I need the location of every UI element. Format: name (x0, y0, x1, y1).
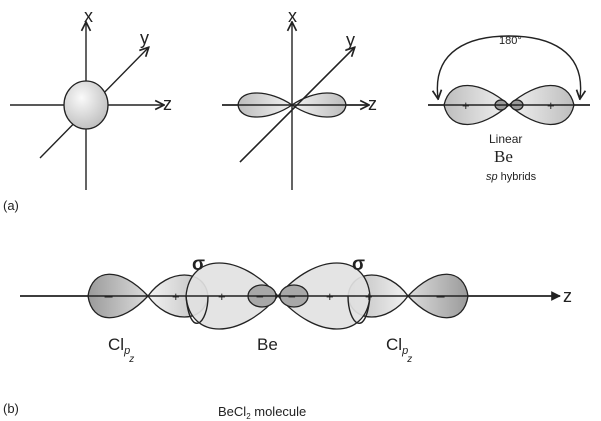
hybrid-label-sp: sp (486, 171, 498, 183)
be-label-b: Be (257, 335, 278, 354)
s-orbital-sphere (64, 81, 108, 129)
cl-right-minus: − (436, 289, 445, 306)
cl-right-label: Clpz (386, 335, 412, 365)
cl-left-sub-z: z (128, 354, 134, 365)
atom-label-be: Be (494, 147, 513, 166)
molecule-rest: molecule (251, 404, 307, 419)
axis-y-label-1: y (140, 28, 149, 48)
axis-y-label-2: y (346, 30, 355, 50)
panel-b-label: (b) (3, 401, 19, 416)
sp-minus-right: − (513, 101, 518, 110)
hybrid-label: sp hybrids (486, 171, 537, 183)
sp-minus-left: − (497, 101, 502, 110)
be-minus-left: − (256, 289, 264, 304)
cl-left-label: Clpz (108, 335, 134, 365)
axis-x-label-1: x (84, 6, 93, 26)
angle-label: 180° (499, 35, 522, 47)
sp-plus-left: + (462, 98, 470, 113)
sp-plus-right: + (547, 98, 555, 113)
sigma-label-right: σ (352, 254, 365, 275)
molecule-main: BeCl (218, 404, 246, 419)
cl-right-plus: + (365, 289, 373, 304)
axis-z-label-2: z (368, 94, 377, 114)
geometry-label: Linear (489, 132, 522, 146)
panel-a-label: (a) (3, 198, 19, 213)
hybrid-label-rest: hybrids (498, 171, 537, 183)
cl-left-plus: + (172, 289, 180, 304)
molecule-label: BeCl2 molecule (218, 404, 306, 421)
axis-z-label-b: z (563, 286, 572, 306)
be-plus-right: + (326, 289, 334, 304)
cl-right-symbol: Cl (386, 335, 402, 354)
be-minus-right: − (288, 289, 296, 304)
axis-x-label-2: x (288, 6, 297, 26)
be-plus-left: + (218, 289, 226, 304)
cl-left-minus: − (104, 289, 113, 306)
axis-z-label-1: z (163, 94, 172, 114)
cl-right-sub-z: z (406, 354, 412, 365)
cl-left-symbol: Cl (108, 335, 124, 354)
sigma-label-left: σ (192, 254, 205, 275)
